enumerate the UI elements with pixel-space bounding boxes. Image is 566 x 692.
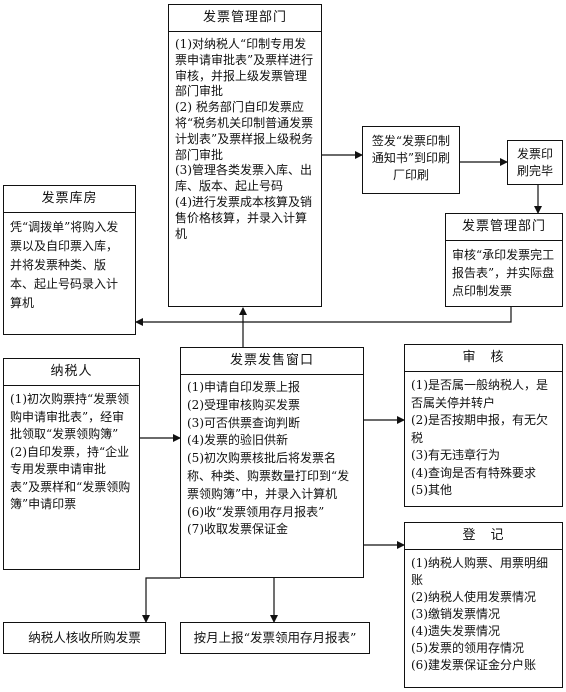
window-item-5: (5)初次购票核批后将发票名称、种类、购票数量打印到“发票领购簿”中，并录入计算… xyxy=(187,451,350,501)
arrow-window-to-bottomleft xyxy=(142,577,180,623)
bottom-left-text: 纳税人核收所购发票 xyxy=(28,630,141,645)
bottom-mid-box: 按月上报“发票领用存月报表” xyxy=(180,622,370,654)
window-title: 发票发售窗口 xyxy=(181,348,363,375)
register-item-6: (6)建发票保证金分户账 xyxy=(411,658,536,672)
warehouse-box: 发票库房 凭“调拨单”将购入发票以及自印票入库，并将发票种类、版本、起止号码录入… xyxy=(3,185,136,335)
register-item-1: (1)纳税人购票、用票明细账 xyxy=(411,556,548,587)
audit-title: 审 核 xyxy=(405,345,562,372)
mgmt-top-item-1: (1)对纳税人“印制专用发票申请审批表”及票样进行审核，并报上级发票管理部门审批 xyxy=(175,37,314,99)
register-title: 登 记 xyxy=(405,523,562,550)
taxpayer-item-1: (1)初次购票持“发票领购申请审批表”，经审批领取“发票领购簿” xyxy=(10,392,130,441)
audit-item-3: (3)有无违章行为 xyxy=(411,448,500,462)
notice-box: 签发“发票印制通知书”到印刷厂印刷 xyxy=(362,126,460,194)
notice-text: 签发“发票印制通知书”到印刷厂印刷 xyxy=(371,134,451,182)
window-item-6: (6)收“发票领用存月报表” xyxy=(187,504,325,519)
bottom-left-box: 纳税人核收所购发票 xyxy=(3,622,166,654)
register-item-2: (2)纳税人使用发票情况 xyxy=(411,590,536,604)
print-done-text: 发票印刷完毕 xyxy=(516,147,553,178)
mgmt-right-box: 发票管理部门 审核“承印发票完工报告表”，并实际盘点印制发票 xyxy=(445,213,563,307)
mgmt-top-box: 发票管理部门 (1)对纳税人“印制专用发票申请审批表”及票样进行审核，并报上级发… xyxy=(168,4,322,307)
window-item-4: (4)发票的验旧供新 xyxy=(187,433,288,448)
audit-item-5: (5)其他 xyxy=(411,483,452,497)
mgmt-top-item-2: (2) 税务部门自印发票应将“税务机关印制普通发票计划表”及票样报上级税务部门审… xyxy=(175,100,314,162)
mgmt-top-title: 发票管理部门 xyxy=(169,5,321,32)
window-item-3: (3)可否供票查询判断 xyxy=(187,415,300,430)
arrow-mgmtright-to-warehouse xyxy=(135,307,512,326)
mgmt-right-title: 发票管理部门 xyxy=(446,214,562,241)
taxpayer-title: 纳税人 xyxy=(4,359,139,386)
register-box: 登 记 (1)纳税人购票、用票明细账 (2)纳税人使用发票情况 (3)缴销发票情… xyxy=(404,522,563,688)
mgmt-top-item-3: (3)管理各类发票入库、出库、版本、起止号码 xyxy=(175,163,312,194)
mgmt-top-item-4: (4)进行发票成本核算及销售价格核算，并录入计算机 xyxy=(175,194,312,241)
window-item-1: (1)申请自印发票上报 xyxy=(187,380,300,394)
audit-item-2: (2)是否按期申报，有无欠税 xyxy=(411,413,548,445)
taxpayer-box: 纳税人 (1)初次购票持“发票领购申请审批表”，经审批领取“发票领购簿” (2)… xyxy=(3,358,140,570)
warehouse-title: 发票库房 xyxy=(4,186,135,213)
window-item-2: (2)受理审核购买发票 xyxy=(187,397,300,412)
print-done-box: 发票印刷完毕 xyxy=(507,140,563,185)
window-box: 发票发售窗口 (1)申请自印发票上报 (2)受理审核购买发票 (3)可否供票查询… xyxy=(180,347,364,578)
audit-item-4: (4)查询是否有特殊要求 xyxy=(411,465,536,480)
window-item-7: (7)收取发票保证金 xyxy=(187,522,288,537)
audit-item-1: (1)是否属一般纳税人，是否属关停并转户 xyxy=(411,378,548,410)
warehouse-text: 凭“调拨单”将购入发票以及自印票入库，并将发票种类、版本、起止号码录入计算机 xyxy=(10,220,119,310)
register-item-4: (4)遗失发票情况 xyxy=(411,624,500,638)
audit-box: 审 核 (1)是否属一般纳税人，是否属关停并转户 (2)是否按期申报，有无欠税 … xyxy=(404,344,563,507)
register-item-3: (3)缴销发票情况 xyxy=(411,607,500,621)
bottom-mid-text: 按月上报“发票领用存月报表” xyxy=(193,630,357,645)
taxpayer-item-2: (2)自印发票，持“企业专用发票申请审批表”及票样和“发票领购簿”申请印票 xyxy=(10,444,131,512)
mgmt-right-text: 审核“承印发票完工报告表”，并实际盘点印制发票 xyxy=(452,248,555,298)
register-item-5: (5)发票的领用存情况 xyxy=(411,641,524,655)
